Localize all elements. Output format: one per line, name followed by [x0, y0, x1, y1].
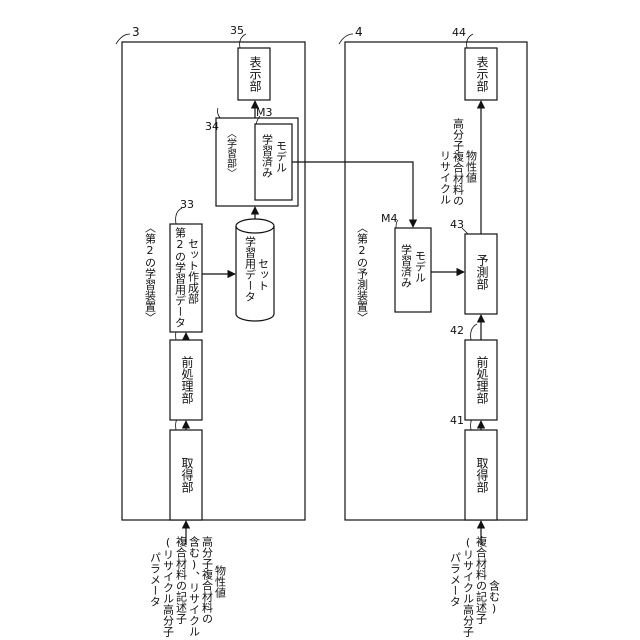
- learning-input-line-6: 物性値: [214, 564, 227, 599]
- learning-input-line-4: 含む)、リサイクル: [188, 535, 201, 637]
- prediction-input-line-1: パラメータ: [449, 552, 462, 607]
- trained-model-m4-label-1: 学習済み: [400, 243, 413, 288]
- output-label-3: 物性値: [465, 149, 478, 184]
- prediction-input-line-2: (リサイクル高分子: [462, 536, 475, 637]
- trained-model-m4-ref: M4: [381, 212, 398, 225]
- dataset-creation-unit-33-label-1: 第2の学習用データ: [174, 226, 187, 328]
- output-label-1: リサイクル: [439, 150, 452, 205]
- learning-input-line-1: パラメータ: [149, 552, 162, 607]
- prediction-unit-43-ref: 43: [450, 218, 464, 231]
- learning-device-ref: 3: [132, 25, 140, 39]
- display-unit-44-label: 表示部: [475, 56, 489, 92]
- learning-input-label: パラメータ (リサイクル高分子 複合材料の記述子 含む)、リサイクル 高分子複合…: [149, 535, 227, 637]
- training-dataset-label-2: セット: [257, 258, 270, 291]
- learning-input-line-2: (リサイクル高分子: [162, 536, 175, 637]
- preprocessing-unit-32-label: 前処理部: [180, 355, 194, 404]
- training-dataset-label-1: 学習用データ: [244, 235, 257, 302]
- output-label-2: 高分子複合材料の: [452, 117, 465, 206]
- preprocessing-unit-42-label: 前処理部: [475, 355, 489, 404]
- learning-device: 3 〈第2の学習装置〉 取得部 31 前処理部 32 第2の学習用データ セット…: [116, 24, 305, 520]
- display-unit-44-ref: 44: [452, 26, 466, 39]
- display-unit-35-label: 表示部: [248, 56, 262, 92]
- learning-unit-34-title: 〈学習部〉: [225, 128, 237, 178]
- prediction-unit-43-label: 予測部: [475, 254, 489, 290]
- trained-model-m4-label-2: モデル: [414, 250, 427, 283]
- prediction-device-title: 〈第2の予測装置〉: [356, 222, 369, 323]
- prediction-input-label: パラメータ (リサイクル高分子 複合材料の記述子 含む): [449, 535, 501, 637]
- prediction-device-frame: [345, 42, 527, 520]
- preprocessing-unit-42-ref: 42: [450, 324, 464, 337]
- learning-unit-34-ref: 34: [205, 120, 219, 133]
- trained-model-m3-label-1: 学習済み: [261, 133, 274, 178]
- prediction-device-ref: 4: [355, 25, 363, 39]
- acquisition-unit-41-ref: 41: [450, 414, 464, 427]
- learning-input-line-3: 複合材料の記述子: [175, 535, 188, 624]
- trained-model-m3-ref: M3: [256, 106, 273, 119]
- trained-model-m3-label-2: モデル: [275, 140, 288, 173]
- dataset-creation-unit-33-ref: 33: [180, 198, 194, 211]
- learning-device-title: 〈第2の学習装置〉: [144, 222, 157, 323]
- dataset-creation-unit-33-label-2: セット作成部: [187, 238, 200, 304]
- acquisition-unit-41-label: 取得部: [475, 457, 489, 493]
- display-unit-35-ref: 35: [230, 24, 244, 37]
- learning-input-line-5: 高分子複合材料の: [201, 535, 214, 624]
- prediction-input-line-4: 含む): [488, 579, 501, 615]
- acquisition-unit-31-label: 取得部: [180, 457, 194, 493]
- prediction-input-line-3: 複合材料の記述子: [475, 535, 488, 624]
